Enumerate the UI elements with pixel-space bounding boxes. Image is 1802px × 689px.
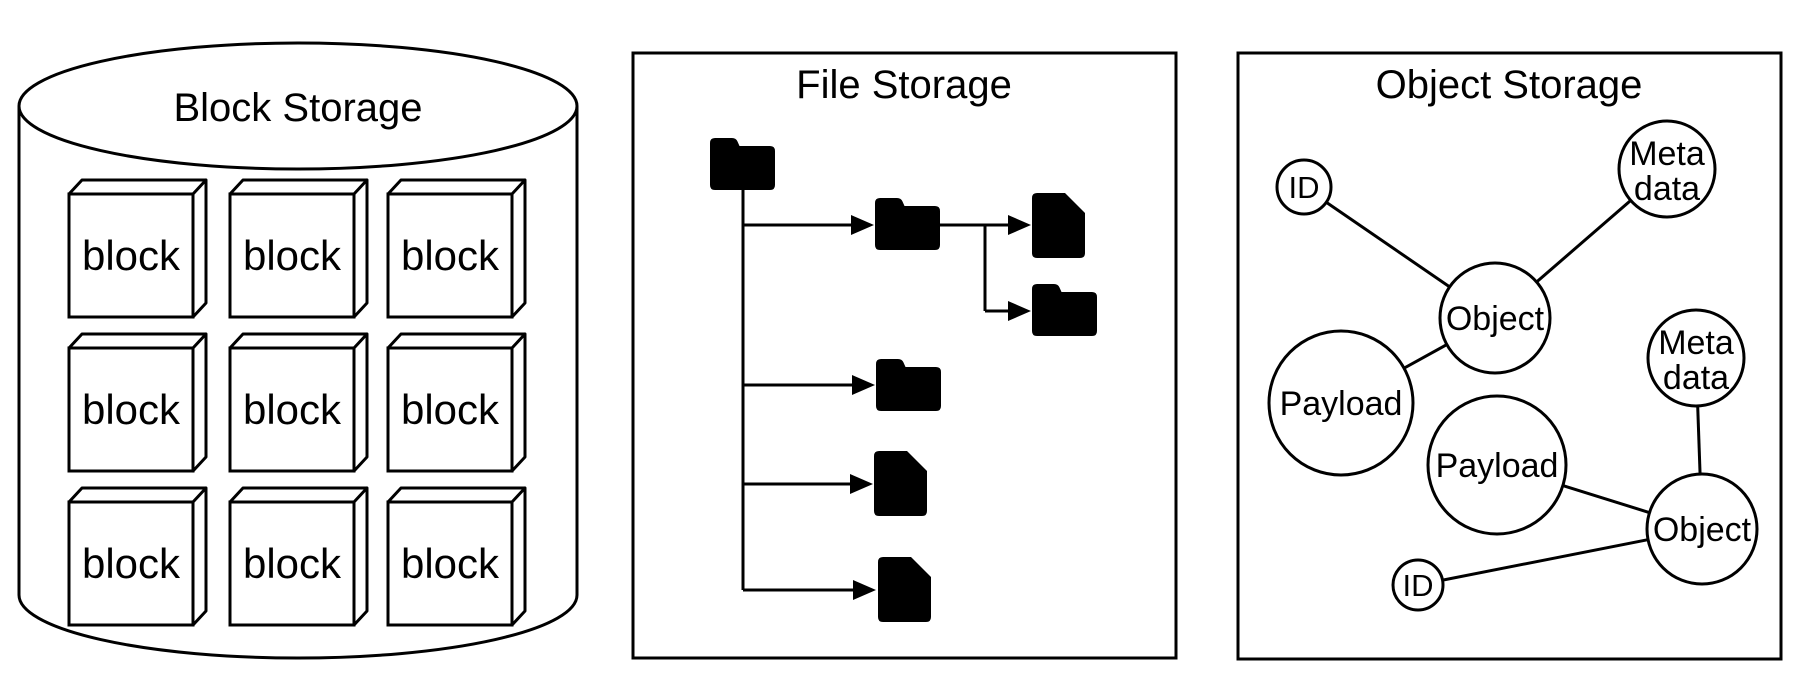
id-node: ID — [1391, 558, 1445, 612]
file-tree-lines — [741, 190, 1010, 592]
object-node: Object — [1645, 472, 1759, 586]
arrowhead — [851, 215, 874, 235]
block-label: block — [401, 232, 500, 279]
payload-node: Payload — [1267, 329, 1415, 477]
block-label: block — [82, 232, 181, 279]
id-node: ID — [1275, 158, 1333, 216]
block-cube: block — [228, 178, 369, 319]
block-storage-panel: Block Storage block block block block b — [17, 41, 579, 660]
metadata-label-line2: data — [1634, 170, 1700, 208]
block-cube: block — [386, 332, 527, 473]
block-label: block — [401, 540, 500, 587]
block-label: block — [82, 386, 181, 433]
metadata-label-line1: Meta — [1658, 324, 1734, 362]
payload-node: Payload — [1426, 394, 1568, 536]
block-label: block — [243, 540, 342, 587]
block-cube: block — [228, 486, 369, 627]
metadata-node: Meta data — [1646, 308, 1746, 408]
block-cube: block — [386, 178, 527, 319]
cylinder-bottom-arc — [17, 594, 579, 660]
block-storage-title: Block Storage — [173, 86, 422, 130]
object-storage-title: Object Storage — [1376, 63, 1643, 107]
arrowhead — [850, 474, 873, 494]
arrowhead — [852, 375, 875, 395]
block-label: block — [243, 386, 342, 433]
id-label: ID — [1289, 170, 1320, 205]
payload-label: Payload — [1280, 385, 1403, 423]
block-cube: block — [67, 178, 208, 319]
block-label: block — [243, 232, 342, 279]
object-storage-panel: Object Storage ID Meta data Object Paylo… — [1236, 51, 1783, 661]
file-storage-title: File Storage — [796, 63, 1012, 107]
metadata-label-line2: data — [1663, 359, 1729, 397]
id-label: ID — [1403, 568, 1434, 603]
arrowhead — [1008, 215, 1031, 235]
object-label: Object — [1653, 511, 1752, 549]
block-cube: block — [67, 332, 208, 473]
arrowhead — [853, 580, 876, 600]
arrowhead — [1008, 301, 1031, 321]
block-cube: block — [67, 486, 208, 627]
metadata-node: Meta data — [1617, 119, 1717, 219]
payload-label: Payload — [1436, 447, 1559, 485]
block-label: block — [82, 540, 181, 587]
block-label: block — [401, 386, 500, 433]
block-cube: block — [228, 332, 369, 473]
file-tree-arrowheads — [850, 215, 1031, 600]
block-cube: block — [386, 486, 527, 627]
metadata-label-line1: Meta — [1629, 135, 1705, 173]
object-node: Object — [1438, 261, 1552, 375]
object-label: Object — [1446, 300, 1545, 338]
file-storage-panel: File Storage — [631, 51, 1178, 660]
cylinder-top-ellipse — [17, 41, 579, 171]
